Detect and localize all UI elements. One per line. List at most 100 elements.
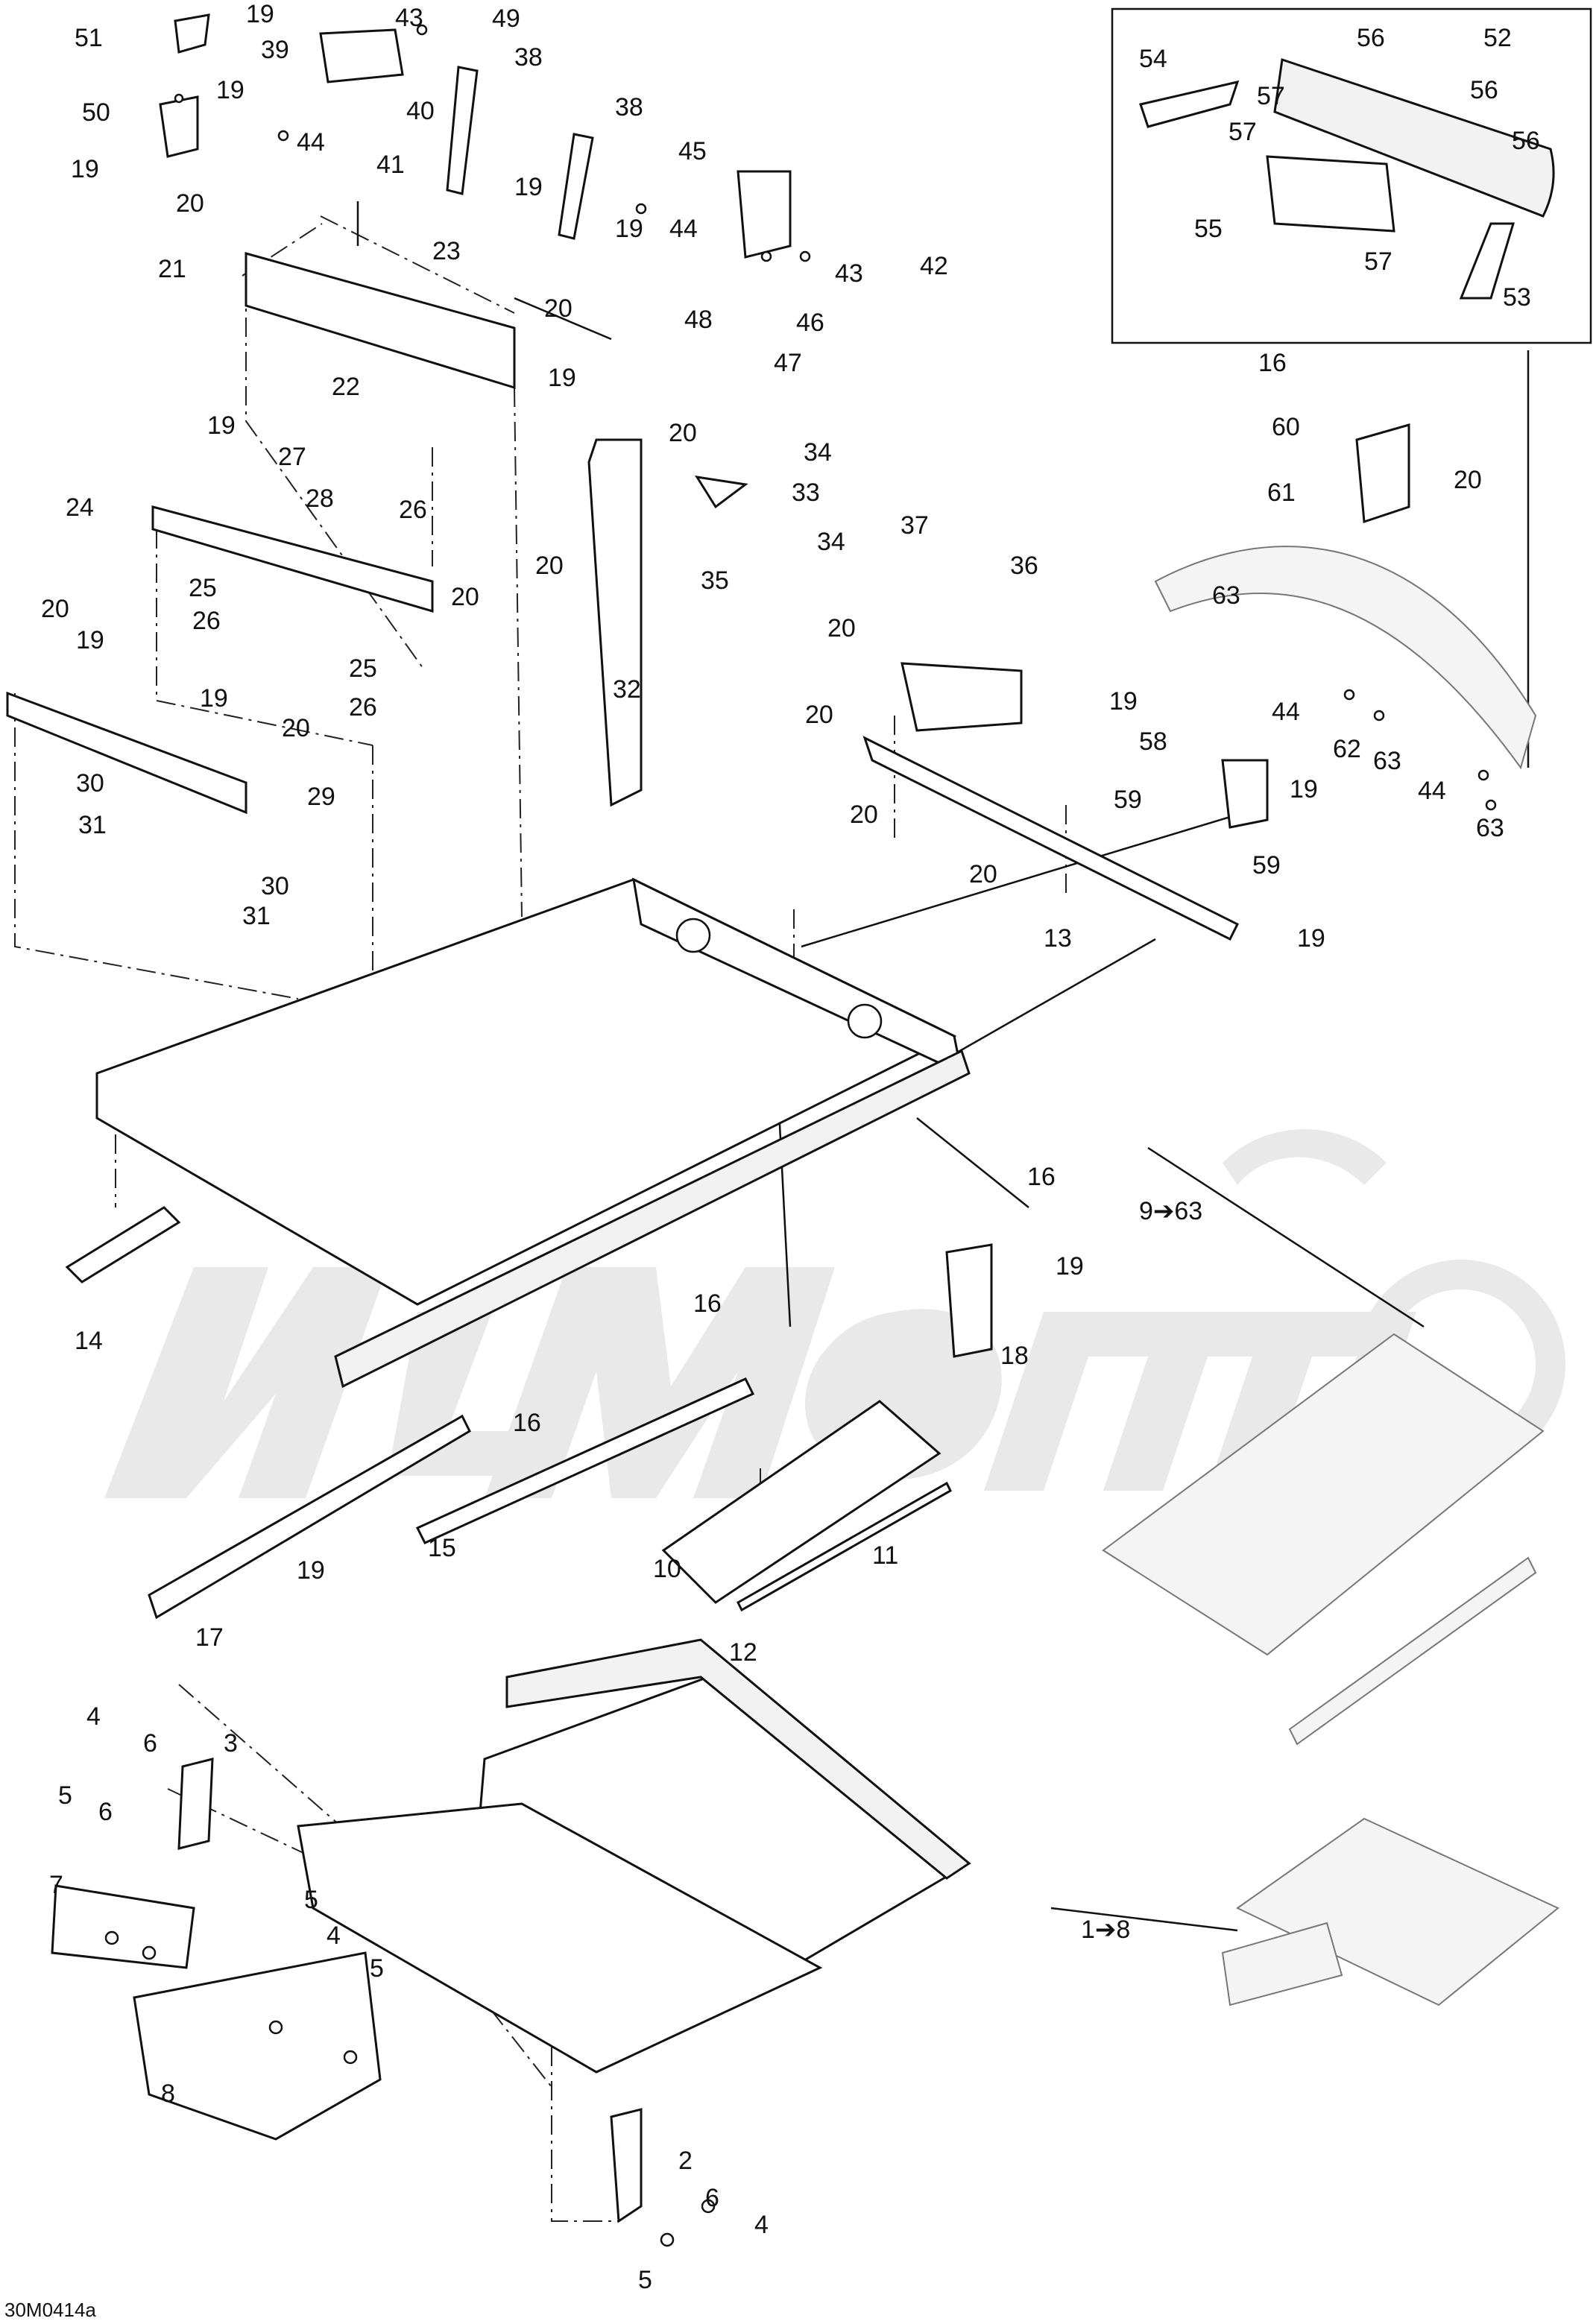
callout-c20j: 20 <box>805 701 833 729</box>
callout-c19h: 19 <box>76 626 104 654</box>
callout-c63b: 63 <box>1373 747 1401 775</box>
callout-c38a: 38 <box>514 43 543 72</box>
callout-c6a: 6 <box>143 1729 157 1758</box>
callout-c45: 45 <box>678 137 707 165</box>
pointer-lines <box>356 201 1530 1932</box>
callout-c6c: 6 <box>705 2184 719 2212</box>
callout-c56a: 56 <box>1357 24 1385 52</box>
callout-c19i: 19 <box>200 684 228 713</box>
callout-c5b: 5 <box>304 1886 318 1914</box>
callout-c20d: 20 <box>535 552 564 580</box>
callout-c26c: 26 <box>349 693 377 721</box>
fasteners <box>104 24 1497 2247</box>
callout-c16c: 16 <box>693 1289 722 1318</box>
callout-c35: 35 <box>701 566 729 595</box>
callout-c19a: 19 <box>246 0 274 28</box>
callout-c19m: 19 <box>1056 1252 1084 1281</box>
tunnel-assembly <box>65 877 971 1620</box>
callout-c57c: 57 <box>1364 247 1392 276</box>
callout-c23: 23 <box>432 237 461 265</box>
drawing-code: 30M0414a <box>4 2299 96 2321</box>
callout-c17: 17 <box>195 1623 224 1652</box>
callout-c57a: 57 <box>1257 82 1285 110</box>
callout-c27: 27 <box>278 443 306 471</box>
callout-c20a: 20 <box>176 189 204 218</box>
callout-c9to63: 9➔63 <box>1139 1197 1202 1225</box>
callout-c60: 60 <box>1272 413 1300 441</box>
callout-c21: 21 <box>158 255 186 283</box>
tunnel-ghost-view <box>1102 1333 1545 1746</box>
callout-c3: 3 <box>224 1729 238 1758</box>
callout-c30b: 30 <box>261 872 289 900</box>
callout-c55: 55 <box>1194 215 1223 243</box>
callout-c19g: 19 <box>207 411 236 440</box>
callout-c8: 8 <box>161 2080 175 2108</box>
callout-c38b: 38 <box>615 93 643 121</box>
callout-c14: 14 <box>75 1327 103 1355</box>
callout-c59a: 59 <box>1114 786 1142 814</box>
callout-c36: 36 <box>1010 552 1038 580</box>
callout-c49: 49 <box>492 4 520 33</box>
callout-c44a: 44 <box>297 128 325 157</box>
chassis-assembly <box>51 1638 971 2223</box>
callout-c44d: 44 <box>1418 777 1446 805</box>
callout-c19e: 19 <box>615 215 643 243</box>
callout-c24: 24 <box>66 493 94 522</box>
chassis-ghost-view <box>1221 1817 1559 2006</box>
callout-c26b: 26 <box>192 607 221 635</box>
callout-c63c: 63 <box>1476 814 1504 842</box>
upper-left-parts <box>159 13 792 807</box>
callout-c34b: 34 <box>817 528 845 556</box>
callout-c11: 11 <box>872 1541 898 1570</box>
callout-c53: 53 <box>1503 283 1531 312</box>
callout-c7: 7 <box>49 1871 63 1899</box>
callout-c5d: 5 <box>638 2266 652 2294</box>
callout-c30a: 30 <box>76 769 104 798</box>
callout-c20b: 20 <box>544 294 573 323</box>
callout-c32: 32 <box>613 675 641 704</box>
callout-c15: 15 <box>428 1534 456 1562</box>
callout-c33: 33 <box>792 479 820 507</box>
callout-c28: 28 <box>306 484 334 513</box>
callout-c31a: 31 <box>78 811 107 839</box>
callout-c5c: 5 <box>370 1954 384 1983</box>
callout-c4a: 4 <box>86 1702 101 1731</box>
callout-c48: 48 <box>684 306 713 334</box>
callout-c19b: 19 <box>216 76 245 104</box>
callout-c42: 42 <box>920 252 948 280</box>
callout-c40: 40 <box>406 97 435 125</box>
callout-c56c: 56 <box>1512 127 1540 155</box>
callout-c44c: 44 <box>1272 698 1300 726</box>
callout-c4c: 4 <box>754 2211 769 2239</box>
callout-c29: 29 <box>307 783 335 811</box>
callout-c19n: 19 <box>297 1556 325 1585</box>
callout-c19c: 19 <box>71 155 99 183</box>
callout-c52: 52 <box>1483 24 1512 52</box>
callout-c62: 62 <box>1333 735 1361 763</box>
callout-c58: 58 <box>1139 727 1167 756</box>
callout-c20f: 20 <box>41 595 69 623</box>
callout-c61: 61 <box>1267 479 1296 507</box>
callout-c19l: 19 <box>1297 924 1325 953</box>
callout-c51: 51 <box>75 24 103 52</box>
callout-c26a: 26 <box>399 496 427 524</box>
callout-c44b: 44 <box>669 215 698 243</box>
callout-c20c: 20 <box>669 419 697 447</box>
rear-bumper-inset <box>1139 58 1555 300</box>
callout-c20l: 20 <box>969 860 997 888</box>
callout-c4b: 4 <box>327 1922 341 1950</box>
callout-c54: 54 <box>1139 45 1167 73</box>
callout-c16d: 16 <box>513 1409 541 1437</box>
callout-c18: 18 <box>1000 1342 1029 1370</box>
callout-c31b: 31 <box>242 902 271 930</box>
callout-c20k: 20 <box>850 801 878 829</box>
callout-c2: 2 <box>678 2147 693 2175</box>
callout-c20i: 20 <box>827 614 856 642</box>
callout-c43a: 43 <box>395 4 423 32</box>
callout-c50: 50 <box>82 98 110 127</box>
callout-c6b: 6 <box>98 1798 113 1826</box>
cross-members <box>6 505 1240 941</box>
callout-c25b: 25 <box>349 654 377 683</box>
